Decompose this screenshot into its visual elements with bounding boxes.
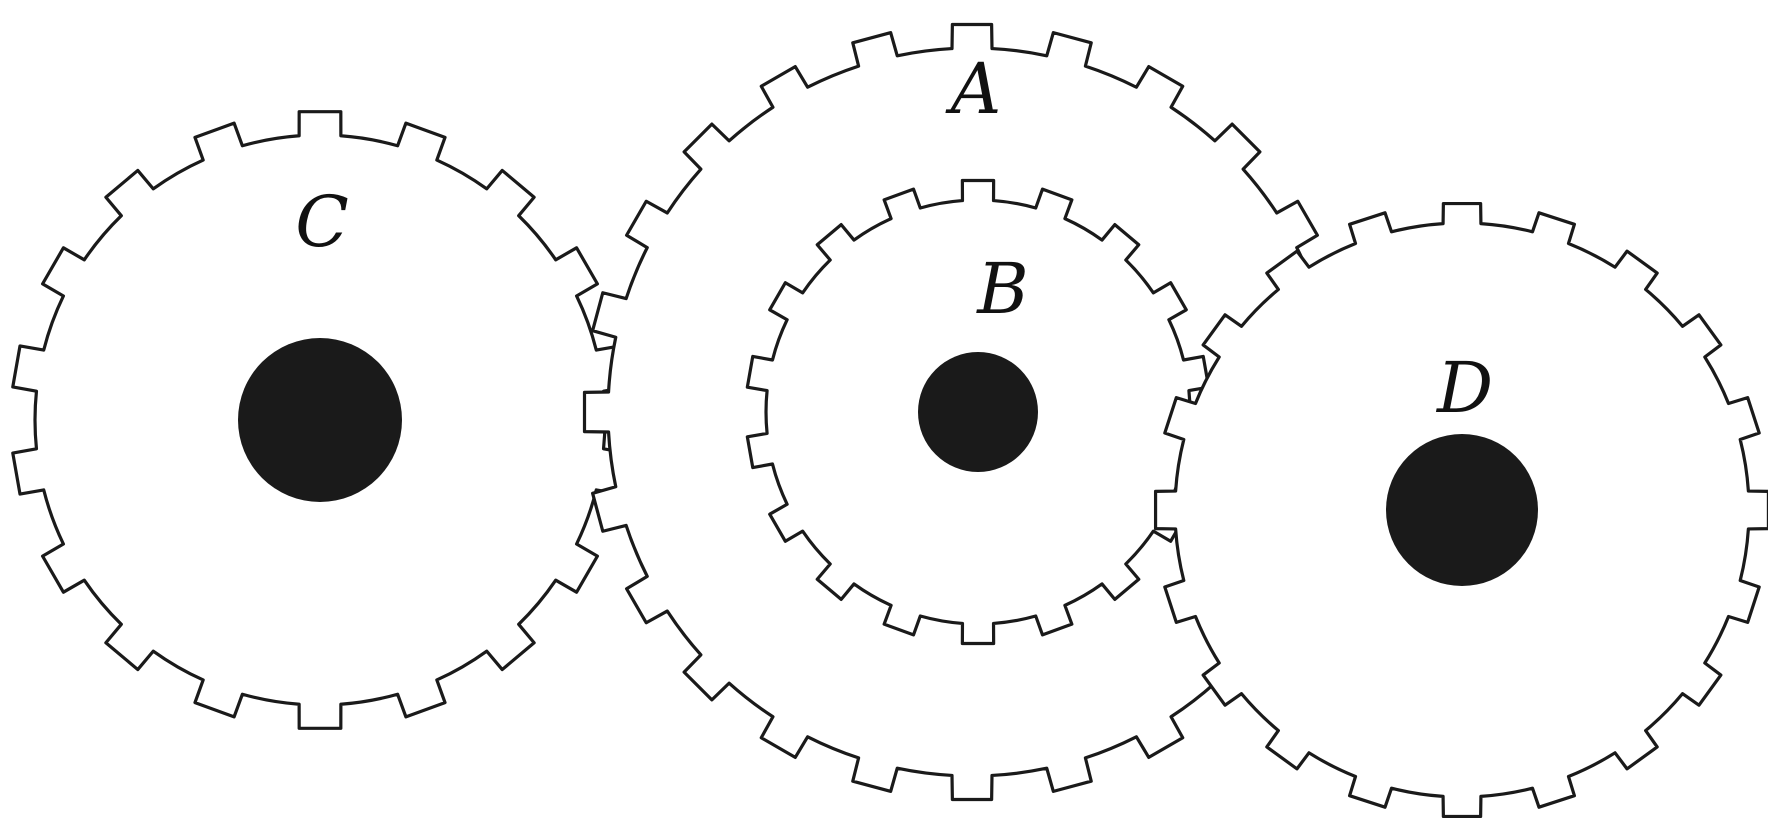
gear-b-hub — [918, 352, 1038, 472]
gear-c-hub — [238, 338, 402, 502]
gear-c: C — [11, 110, 629, 730]
gear-d: D — [1153, 201, 1768, 819]
gear-b-label: B — [975, 248, 1028, 330]
gear-d-hub — [1386, 434, 1538, 586]
gear-b: B — [745, 178, 1211, 646]
gear-a-label: A — [945, 48, 1002, 130]
gear-c-label: C — [295, 181, 349, 263]
gear-d-label: D — [1435, 347, 1493, 429]
